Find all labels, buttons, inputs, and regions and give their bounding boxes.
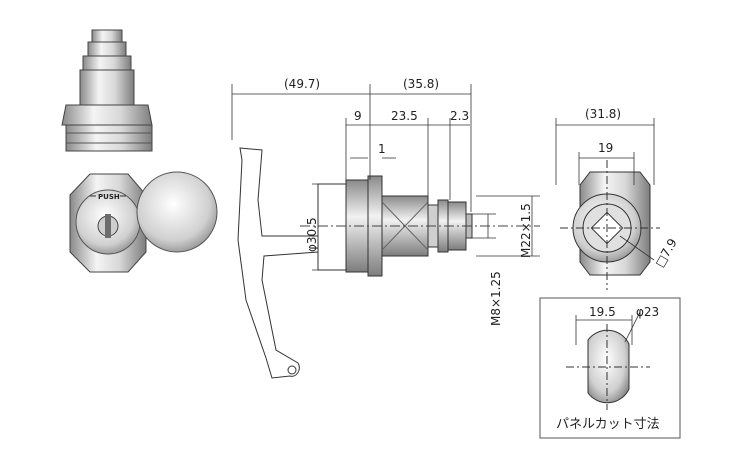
dim-1: 1: [378, 142, 386, 156]
dim-square-7-9: □7.9: [652, 236, 679, 269]
push-label: PUSH: [98, 193, 120, 201]
end-view-dimension-lines: [555, 118, 655, 185]
dim-dia-30-5: φ30.5: [305, 217, 319, 252]
dimension-lines: [231, 84, 540, 271]
panel-cutout-caption: パネルカット寸法: [556, 417, 660, 432]
dim-2-3: 2.3: [450, 109, 469, 123]
dim-side-19: 19: [598, 141, 613, 155]
dim-m22: M22×1.5: [519, 203, 533, 258]
dim-overall-left: (49.7): [284, 77, 320, 91]
dim-cut-19-5: 19.5: [589, 305, 616, 319]
latch-front-photo: PUSH: [69, 171, 218, 273]
lock-end-view: [560, 160, 660, 290]
dim-9: 9: [354, 109, 362, 123]
dim-m8: M8×1.25: [489, 271, 503, 326]
dim-side-width: (31.8): [585, 107, 621, 121]
t-handle-side-view: [237, 147, 319, 379]
dim-overall-right: (35.8): [403, 77, 439, 91]
panel-cutout-box: [539, 297, 681, 439]
dim-cut-dia-23: φ23: [636, 305, 659, 319]
latch-side-photo: [61, 29, 153, 152]
dim-23-5: 23.5: [391, 109, 418, 123]
